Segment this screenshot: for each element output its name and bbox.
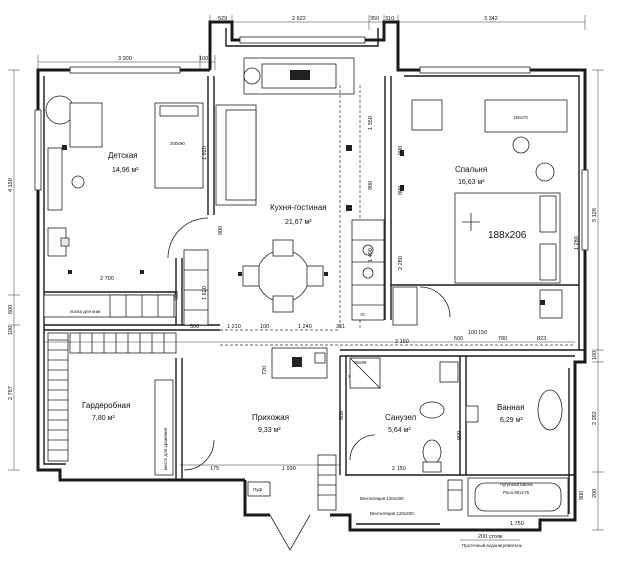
wardrobe-rail-note: место для хранения bbox=[163, 427, 168, 470]
dim-mid-1240: 1 240 bbox=[298, 324, 312, 330]
room-hallway-name: Прихожая bbox=[252, 413, 289, 422]
shelf-label: полка для книг bbox=[70, 309, 101, 314]
room-living-area: 21,67 м² bbox=[285, 219, 312, 226]
room-bath-name: Ванная bbox=[497, 403, 524, 412]
bed-bedroom-size: 188x206 bbox=[488, 230, 527, 241]
bed-children-size: 200х90 bbox=[170, 141, 185, 146]
dim-misc-900e: 900 bbox=[174, 291, 180, 300]
dim-mid-2150: 2 150 bbox=[395, 339, 409, 345]
room-toilet-name: Санузел bbox=[385, 413, 416, 422]
sink-1 bbox=[419, 401, 445, 419]
room-bedroom-area: 16,63 м² bbox=[458, 179, 485, 186]
dim-mid-150: 150 bbox=[478, 330, 487, 336]
bath-room: Ванная 6,29 м² Чугунная ванна Роса 80х17… bbox=[447, 389, 569, 517]
sink-2 bbox=[537, 389, 563, 431]
children-room: 200х90 Детская 14,96 м² 2 700 полка для … bbox=[43, 95, 209, 318]
dim-bot-1930: 1 930 bbox=[282, 466, 296, 472]
dim-bot-1750: 1 750 bbox=[510, 521, 524, 527]
dim-mid-351: 351 bbox=[336, 324, 345, 330]
dim-top-2: 2 622 bbox=[292, 16, 306, 22]
dim-right-1: 5 128 bbox=[592, 208, 598, 222]
dim-misc-800a: 800 bbox=[398, 186, 404, 195]
dim-left-3: 100 bbox=[8, 326, 14, 335]
dim-misc-800b: 800 bbox=[339, 411, 345, 420]
room-children-name: Детская bbox=[108, 151, 138, 160]
room-living-name: Кухня-гостиная bbox=[270, 203, 327, 212]
note-riser-heater: Проточный водонагреватель bbox=[462, 542, 523, 548]
dim-misc-900a: 900 bbox=[218, 226, 224, 235]
room-bath-area: 6,29 м² bbox=[500, 417, 523, 424]
desk-size: 150x70 bbox=[513, 115, 528, 120]
tall-cabinets bbox=[109, 249, 209, 326]
dim-left-1: 4 150 bbox=[8, 178, 14, 192]
wardrobe-room: место для хранения Гардеробная 7,80 м² bbox=[47, 332, 177, 476]
dim-misc-1400: 1 400 bbox=[368, 248, 374, 262]
toilet bbox=[422, 439, 442, 465]
dimension-lines-middle: 500 1 210 100 1 240 351 2 150 500 100 15… bbox=[44, 324, 575, 345]
dim-right-2: 100 bbox=[592, 351, 598, 360]
dining-table bbox=[256, 249, 310, 303]
tc-label: т/с bbox=[360, 312, 366, 317]
bathtub-label: Чугунная ванна bbox=[500, 482, 533, 487]
dim-bot-2150: 2 150 bbox=[392, 466, 406, 472]
room-children-area: 14,96 м² bbox=[112, 167, 139, 174]
dim-misc-2280: 2 280 bbox=[398, 256, 404, 270]
pouf-label: Пуф bbox=[253, 487, 262, 492]
dim-inner-top-2: 100 bbox=[199, 56, 208, 62]
dim-bot-175: 175 bbox=[210, 466, 219, 472]
desk bbox=[484, 99, 568, 133]
dim-misc-720: 720 bbox=[262, 366, 268, 375]
dim-mid-823: 823 bbox=[537, 336, 546, 342]
shower-box-label: 90х90 bbox=[354, 360, 367, 365]
dim-2700: 2 700 bbox=[100, 276, 114, 282]
note-door-1: Вентиляция 120х200 bbox=[360, 496, 404, 501]
inner-walls bbox=[44, 76, 585, 480]
room-bedroom-name: Спальня bbox=[455, 165, 487, 174]
dim-top-3: 350 bbox=[370, 16, 379, 22]
dim-right-3: 2 392 bbox=[592, 411, 598, 425]
dim-inner-top-1: 3 300 bbox=[118, 56, 132, 62]
note-door-2: Вентиляция 120х200 bbox=[370, 511, 414, 516]
dimension-lines-bottom: 175 1 930 2 150 1 750 bbox=[180, 464, 524, 527]
dim-misc-1350: 1 350 bbox=[368, 116, 374, 130]
dimension-lines-misc: 1 920 900 1 620 1 350 900 2 280 1 400 1 … bbox=[174, 116, 585, 500]
dim-top-1: 529 bbox=[218, 16, 227, 22]
dim-misc-1280: 1 280 bbox=[574, 236, 580, 250]
dim-mid-500a: 500 bbox=[190, 324, 199, 330]
windows bbox=[34, 36, 589, 251]
dim-mid-100b: 100 bbox=[468, 330, 477, 336]
toilet-room: 90х90 Санузел 5,64 м² bbox=[349, 357, 459, 473]
room-wardrobe-area: 7,80 м² bbox=[92, 415, 115, 422]
bathtub-size: Роса 80х175 bbox=[503, 490, 530, 495]
dim-right-4: 200 bbox=[592, 489, 598, 498]
dim-misc-1620: 1 620 bbox=[202, 286, 208, 300]
dim-misc-900d: 900 bbox=[457, 431, 463, 440]
note-riser: 200 стояк bbox=[478, 534, 503, 540]
dim-top-5: 3 342 bbox=[484, 16, 498, 22]
dim-mid-780: 780 bbox=[498, 336, 507, 342]
dim-top-4: 310 bbox=[385, 16, 394, 22]
dim-misc-800c: 800 bbox=[579, 491, 585, 500]
dim-left-4: 2 767 bbox=[8, 386, 14, 400]
dimension-lines-sides: 4 150 600 100 2 767 5 128 100 2 392 200 bbox=[8, 69, 604, 531]
dim-mid-1210: 1 210 bbox=[227, 324, 241, 330]
pouf bbox=[247, 481, 271, 497]
dim-left-2: 600 bbox=[8, 305, 14, 314]
annotations: Вентиляция 120х200 Вентиляция 120х200 20… bbox=[360, 496, 523, 548]
dim-mid-500b: 500 bbox=[454, 336, 463, 342]
room-toilet-area: 5,64 м² bbox=[388, 427, 411, 434]
room-hallway-area: 9,33 м² bbox=[258, 427, 281, 434]
dim-misc-900b: 900 bbox=[368, 181, 374, 190]
bedroom: 150x70 Спальня 16,63 м² 188x206 bbox=[392, 99, 568, 326]
living-room: Кухня-гостиная 21,67 м² т/с bbox=[215, 57, 385, 330]
room-wardrobe-name: Гардеробная bbox=[82, 401, 130, 410]
dim-misc-1920: 1 920 bbox=[202, 146, 208, 160]
bed-children bbox=[154, 102, 204, 189]
dim-misc-900c: 900 bbox=[398, 146, 404, 155]
dimension-lines-top: 529 2 622 350 310 3 342 3 300 100 bbox=[37, 15, 586, 70]
outer-walls bbox=[36, 20, 587, 532]
dim-mid-100: 100 bbox=[260, 324, 269, 330]
